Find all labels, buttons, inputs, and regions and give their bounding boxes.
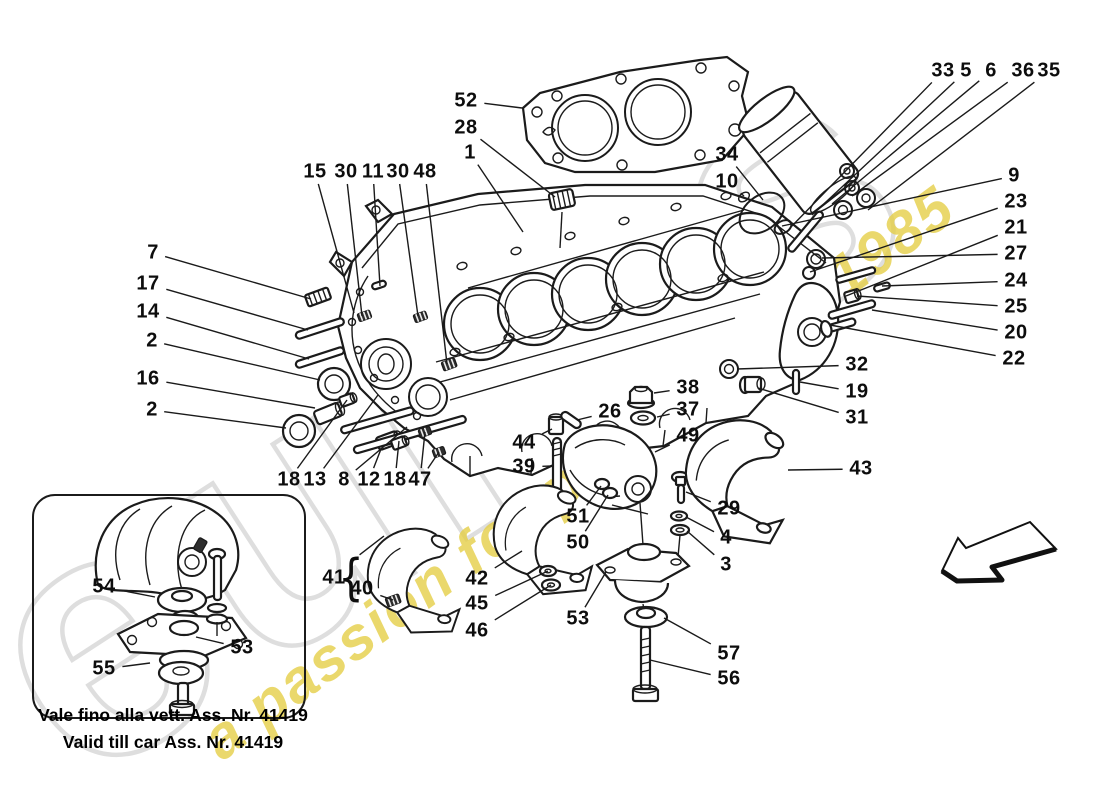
leader-line-43 (787, 468, 843, 471)
leader-line-41 (359, 535, 385, 556)
plug-drawing (547, 188, 576, 211)
leader-line-11 (373, 183, 381, 287)
leader-line-19 (799, 381, 839, 390)
leader-line-1 (477, 164, 524, 233)
leader-line-6 (831, 80, 980, 205)
leader-line-34 (735, 166, 764, 201)
head-gasket-drawing (521, 55, 752, 174)
leader-line-44 (541, 428, 553, 435)
leader-line-5 (811, 81, 955, 216)
leader-line-2 (163, 343, 321, 381)
leader-line-38 (653, 390, 670, 394)
leader-line-7 (164, 255, 312, 300)
leader-line-16 (166, 381, 316, 409)
leader-line-17 (166, 288, 309, 331)
direction-arrow (940, 520, 1058, 584)
leader-line-56 (649, 659, 711, 676)
leader-line-32 (736, 364, 839, 370)
leader-line-46 (494, 584, 552, 621)
leader-line-31 (757, 387, 839, 414)
leader-line-13 (323, 394, 379, 469)
leader-line-50 (584, 494, 609, 532)
leader-line-25 (856, 295, 998, 307)
leader-line-55 (122, 662, 151, 668)
leader-line-48 (425, 183, 448, 365)
leader-line-12 (372, 448, 382, 469)
cap-screw-40 (384, 593, 402, 608)
leader-line-3 (686, 530, 715, 556)
leader-line-37 (656, 413, 670, 418)
leader-line-27 (821, 253, 998, 259)
mount-bracket-drawing (561, 424, 658, 546)
leader-line-22 (829, 324, 996, 357)
leader-line-54 (122, 589, 156, 598)
leader-line-8 (355, 426, 408, 471)
center-hardware-drawing (547, 385, 657, 516)
leader-line-42 (494, 550, 523, 569)
leader-line-30 (346, 183, 363, 317)
leader-line-14 (166, 316, 310, 360)
engine-mount-drawing (595, 542, 691, 703)
leader-line-52 (484, 102, 523, 109)
leader-line-49 (654, 444, 671, 453)
leader-line-18 (296, 399, 348, 469)
leader-line-10 (740, 192, 745, 197)
leader-line-23 (809, 207, 998, 273)
leader-line-57 (663, 617, 712, 645)
leader-line-47 (427, 451, 440, 469)
leader-line-53 (195, 636, 224, 645)
leader-line-53 (584, 571, 607, 608)
leader-line-51 (586, 485, 602, 506)
bolt-washers-drawing (669, 470, 691, 558)
leader-line-26 (576, 415, 592, 421)
crankcase-drawing (328, 183, 842, 478)
leader-line-15 (317, 183, 355, 314)
leader-line-40 (380, 594, 394, 601)
leader-line-33 (789, 81, 933, 229)
nut-drawing (626, 385, 656, 410)
inset-box (32, 494, 306, 719)
leader-line-45 (494, 570, 549, 597)
leader-line-9 (781, 177, 1002, 227)
leader-line-30 (398, 183, 419, 317)
leader-line-36 (851, 81, 1009, 197)
leader-line-4 (685, 516, 715, 533)
leader-line-2 (164, 410, 287, 429)
leader-line-47 (420, 431, 426, 469)
leader-line-20 (871, 309, 998, 331)
oil-filter-drawing (737, 85, 876, 253)
leader-line-18 (395, 440, 400, 469)
leader-line-35 (867, 81, 1035, 211)
leader-line-24 (881, 280, 998, 287)
leader-line-29 (685, 491, 711, 503)
leader-line-21 (845, 234, 999, 297)
leader-line-28 (480, 138, 556, 198)
